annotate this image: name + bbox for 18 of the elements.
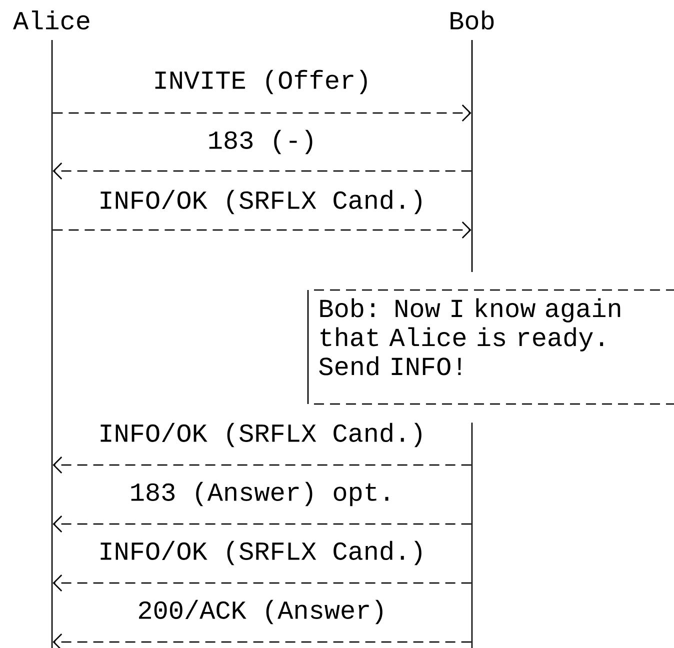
edge-label: INFO/OK (SRFLX Cand.) [97,188,427,216]
message-arrow [52,516,472,532]
edge-label: 200/ACK (Answer) [136,598,388,626]
edge-label: INFO/OK (SRFLX Cand.) [97,422,427,448]
message-arrow [52,104,472,122]
message-arrow [52,574,472,592]
edge-label: 183 (Answer) opt. [128,480,396,508]
note-box: Bob: Now I know again that Alice is ready. Send INFO! [307,289,674,405]
edge-label: 183 (-) [206,128,318,156]
participant-label: Bob [450,10,494,30]
edge-label: INVITE (Offer) [152,68,372,96]
participant-label: Alice [13,10,90,30]
message-arrow [52,222,472,238]
message-arrow [52,634,472,648]
edge-label: INFO/OK (SRFLX Cand.) [97,540,427,566]
message-arrow [52,456,472,474]
message-arrow [52,162,472,180]
lifeline [471,422,473,648]
